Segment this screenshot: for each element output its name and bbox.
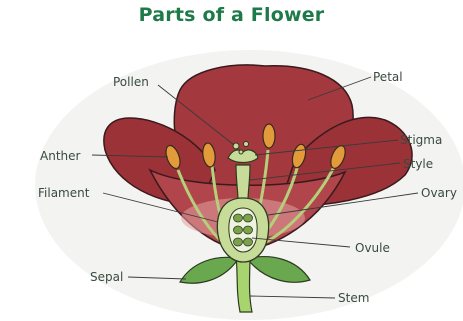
label-style: Style xyxy=(403,157,433,171)
stem-shape xyxy=(236,255,252,312)
label-stigma: Stigma xyxy=(400,133,442,147)
label-pollen: Pollen xyxy=(113,75,149,89)
pollen-grain xyxy=(239,150,243,154)
label-filament: Filament xyxy=(38,186,90,200)
pollen-grain xyxy=(244,142,249,147)
pollen-grain xyxy=(233,143,239,149)
label-anther: Anther xyxy=(40,149,81,163)
label-sepal: Sepal xyxy=(90,270,123,284)
label-ovule: Ovule xyxy=(355,241,390,255)
label-ovary: Ovary xyxy=(421,186,457,200)
style-shape xyxy=(236,165,250,200)
label-stem: Stem xyxy=(338,291,369,305)
label-petal: Petal xyxy=(373,70,403,84)
ovary-chamber xyxy=(229,208,257,252)
